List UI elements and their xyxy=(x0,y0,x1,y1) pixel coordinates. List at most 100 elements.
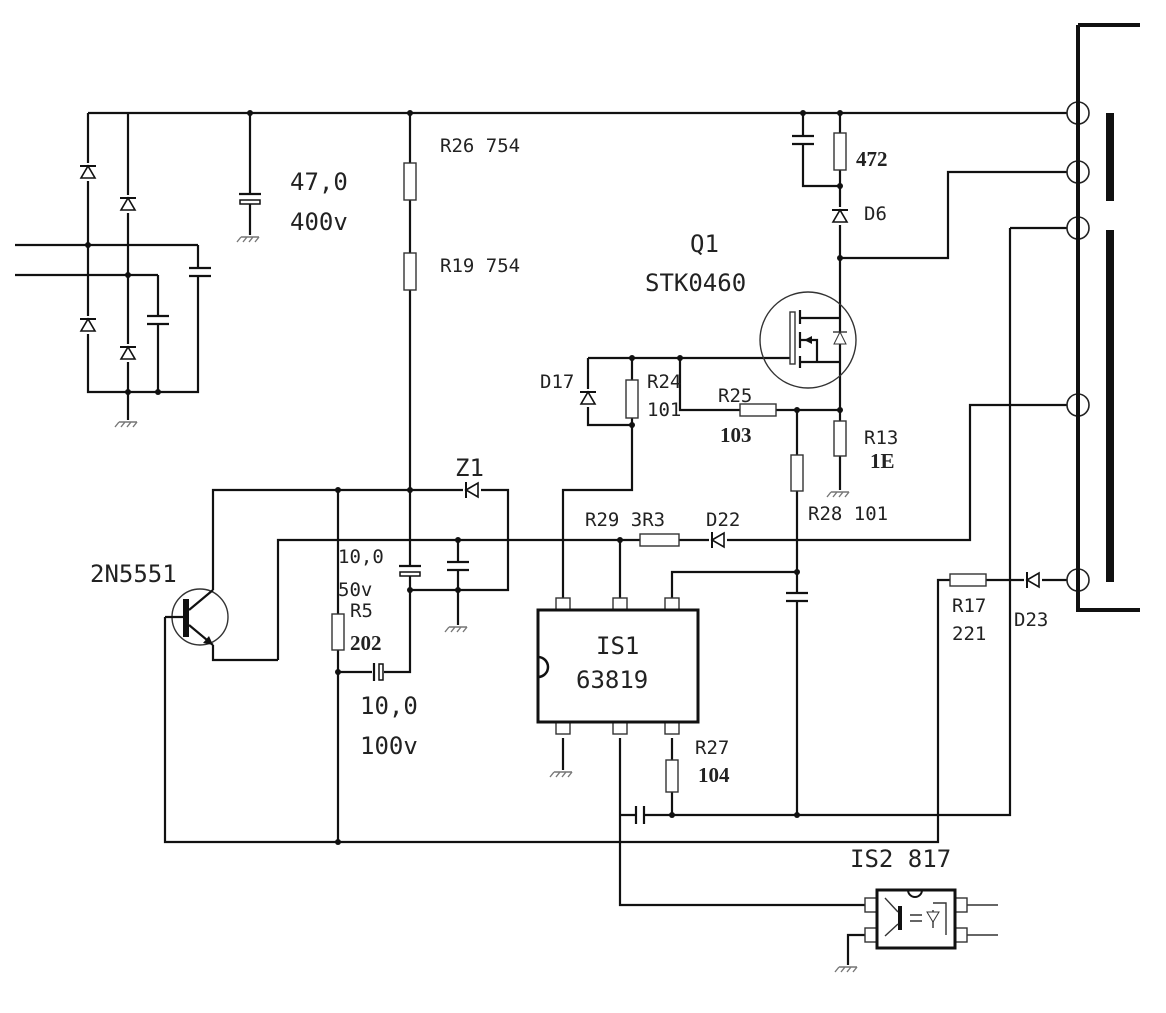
junction-dot xyxy=(677,355,683,361)
resistor-body xyxy=(403,162,417,201)
diode xyxy=(119,195,137,213)
diode-triangle xyxy=(79,317,97,332)
ic-pin xyxy=(612,721,628,735)
diode xyxy=(463,481,481,499)
d17-label: D17 xyxy=(540,371,574,393)
cap-bg xyxy=(238,193,262,203)
junction-dot xyxy=(125,389,131,395)
d23-label: D23 xyxy=(1014,609,1048,631)
junction-dot xyxy=(335,669,341,675)
ground-hatch xyxy=(826,491,850,498)
diode xyxy=(79,163,97,181)
ground-icon xyxy=(826,491,850,498)
is1-ref: IS1 xyxy=(596,632,639,660)
c100v-voltage: 100v xyxy=(360,732,418,760)
ic-pin xyxy=(954,897,968,913)
r5-ref: R5 xyxy=(350,600,373,622)
ic-pin xyxy=(864,897,878,913)
diode-triangle xyxy=(831,208,849,223)
r25-value: 103 xyxy=(720,423,752,447)
c50v-value: 10,0 xyxy=(338,546,384,568)
r13-ref: R13 xyxy=(864,427,898,449)
ic-pin xyxy=(555,597,571,611)
ground-icon xyxy=(444,626,468,633)
capacitor xyxy=(634,805,646,825)
resistor-body xyxy=(331,613,345,651)
junction-dot xyxy=(837,110,843,116)
resistor xyxy=(639,533,680,547)
mosfet-q1 xyxy=(759,291,857,389)
ground-hatch xyxy=(834,966,858,973)
junction-dot xyxy=(335,487,341,493)
electrolytic-capacitor xyxy=(372,662,384,682)
ground-icon xyxy=(549,771,573,778)
junction-dot xyxy=(85,242,91,248)
diode xyxy=(579,389,597,407)
cap-bg xyxy=(146,315,170,325)
junction-dot xyxy=(669,812,675,818)
r29-label: R29 3R3 xyxy=(585,509,665,531)
d22-label: D22 xyxy=(706,509,740,531)
resistor-body xyxy=(639,533,680,547)
q1-part: STK0460 xyxy=(645,269,746,297)
diode-triangle xyxy=(579,390,597,405)
r17-value: 221 xyxy=(952,623,986,645)
npn-transistor xyxy=(165,588,229,646)
diode-triangle xyxy=(79,164,97,179)
resistor-body xyxy=(790,454,804,492)
junction-dot xyxy=(125,272,131,278)
cap-bg xyxy=(398,565,422,575)
r27-value: 104 xyxy=(698,763,730,787)
resistor xyxy=(949,573,987,587)
junctions xyxy=(85,110,843,845)
ground-hatch xyxy=(444,626,468,633)
capacitor xyxy=(785,591,809,603)
z1-label: Z1 xyxy=(455,454,484,482)
electrolytic-capacitor xyxy=(398,564,422,577)
r28-label: R28 101 xyxy=(808,503,888,525)
cap-bg xyxy=(785,592,809,602)
junction-dot xyxy=(335,839,341,845)
cap-bg xyxy=(188,267,212,277)
wires xyxy=(15,111,1067,965)
capacitor xyxy=(188,266,212,278)
is1-part: 63819 xyxy=(576,666,648,694)
transformer xyxy=(1076,23,1140,612)
cap-plate xyxy=(239,199,261,205)
junction-dot xyxy=(794,569,800,575)
ic-pin xyxy=(664,597,680,611)
ic-pin xyxy=(864,927,878,943)
junction-dot xyxy=(247,110,253,116)
resistor-body xyxy=(833,132,847,171)
resistor-body xyxy=(625,379,639,419)
junction-dot xyxy=(407,587,413,593)
r27-ref: R27 xyxy=(695,737,729,759)
r5-value: 202 xyxy=(350,631,382,655)
cap-bg xyxy=(791,135,815,145)
bulk-cap-voltage: 400v xyxy=(290,208,348,236)
electrolytic-capacitor xyxy=(238,192,262,205)
r24-ref: R24 xyxy=(647,371,681,393)
resistor-body xyxy=(403,252,417,291)
ic-is1 xyxy=(536,608,700,724)
resistor xyxy=(331,613,345,651)
bulk-cap-value: 47,0 xyxy=(290,168,348,196)
ground-icon xyxy=(236,236,260,243)
junction-dot xyxy=(837,407,843,413)
r25-ref: R25 xyxy=(718,385,752,407)
capacitor xyxy=(791,134,815,146)
diode xyxy=(709,531,727,549)
ic-pin xyxy=(555,721,571,735)
diode-triangle xyxy=(119,196,137,211)
junction-dot xyxy=(617,537,623,543)
diode-triangle xyxy=(464,481,479,499)
diode-triangle xyxy=(1025,571,1040,589)
resistor xyxy=(790,454,804,492)
r19-label: R19 754 xyxy=(440,255,520,277)
resistor xyxy=(739,403,777,417)
resistor xyxy=(833,132,847,171)
resistor xyxy=(625,379,639,419)
ground-hatch xyxy=(549,771,573,778)
junction-dot xyxy=(629,422,635,428)
